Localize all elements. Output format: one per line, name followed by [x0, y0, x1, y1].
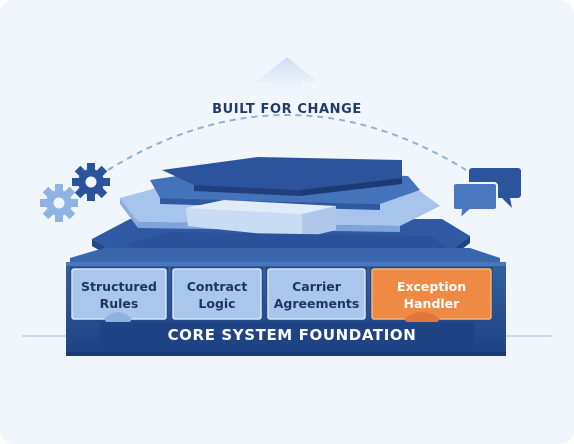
arrow-up-icon — [256, 57, 318, 96]
foundation-label: CORE SYSTEM FOUNDATION — [167, 326, 417, 344]
gear-icon — [72, 163, 110, 201]
module-contract-logic: Contract Logic — [186, 279, 248, 311]
module-structured-rules: Structured Rules — [81, 279, 157, 311]
module-carrier-agreements: Carrier Agreements — [273, 279, 360, 311]
diagram-title: BUILT FOR CHANGE — [212, 102, 362, 117]
dashed-arc — [107, 114, 467, 171]
core-foundation-platform — [66, 248, 506, 356]
gear-icon — [40, 184, 78, 222]
module-exception-handler: Exception Handler — [396, 279, 467, 311]
chat-bubbles-icon — [452, 168, 521, 222]
